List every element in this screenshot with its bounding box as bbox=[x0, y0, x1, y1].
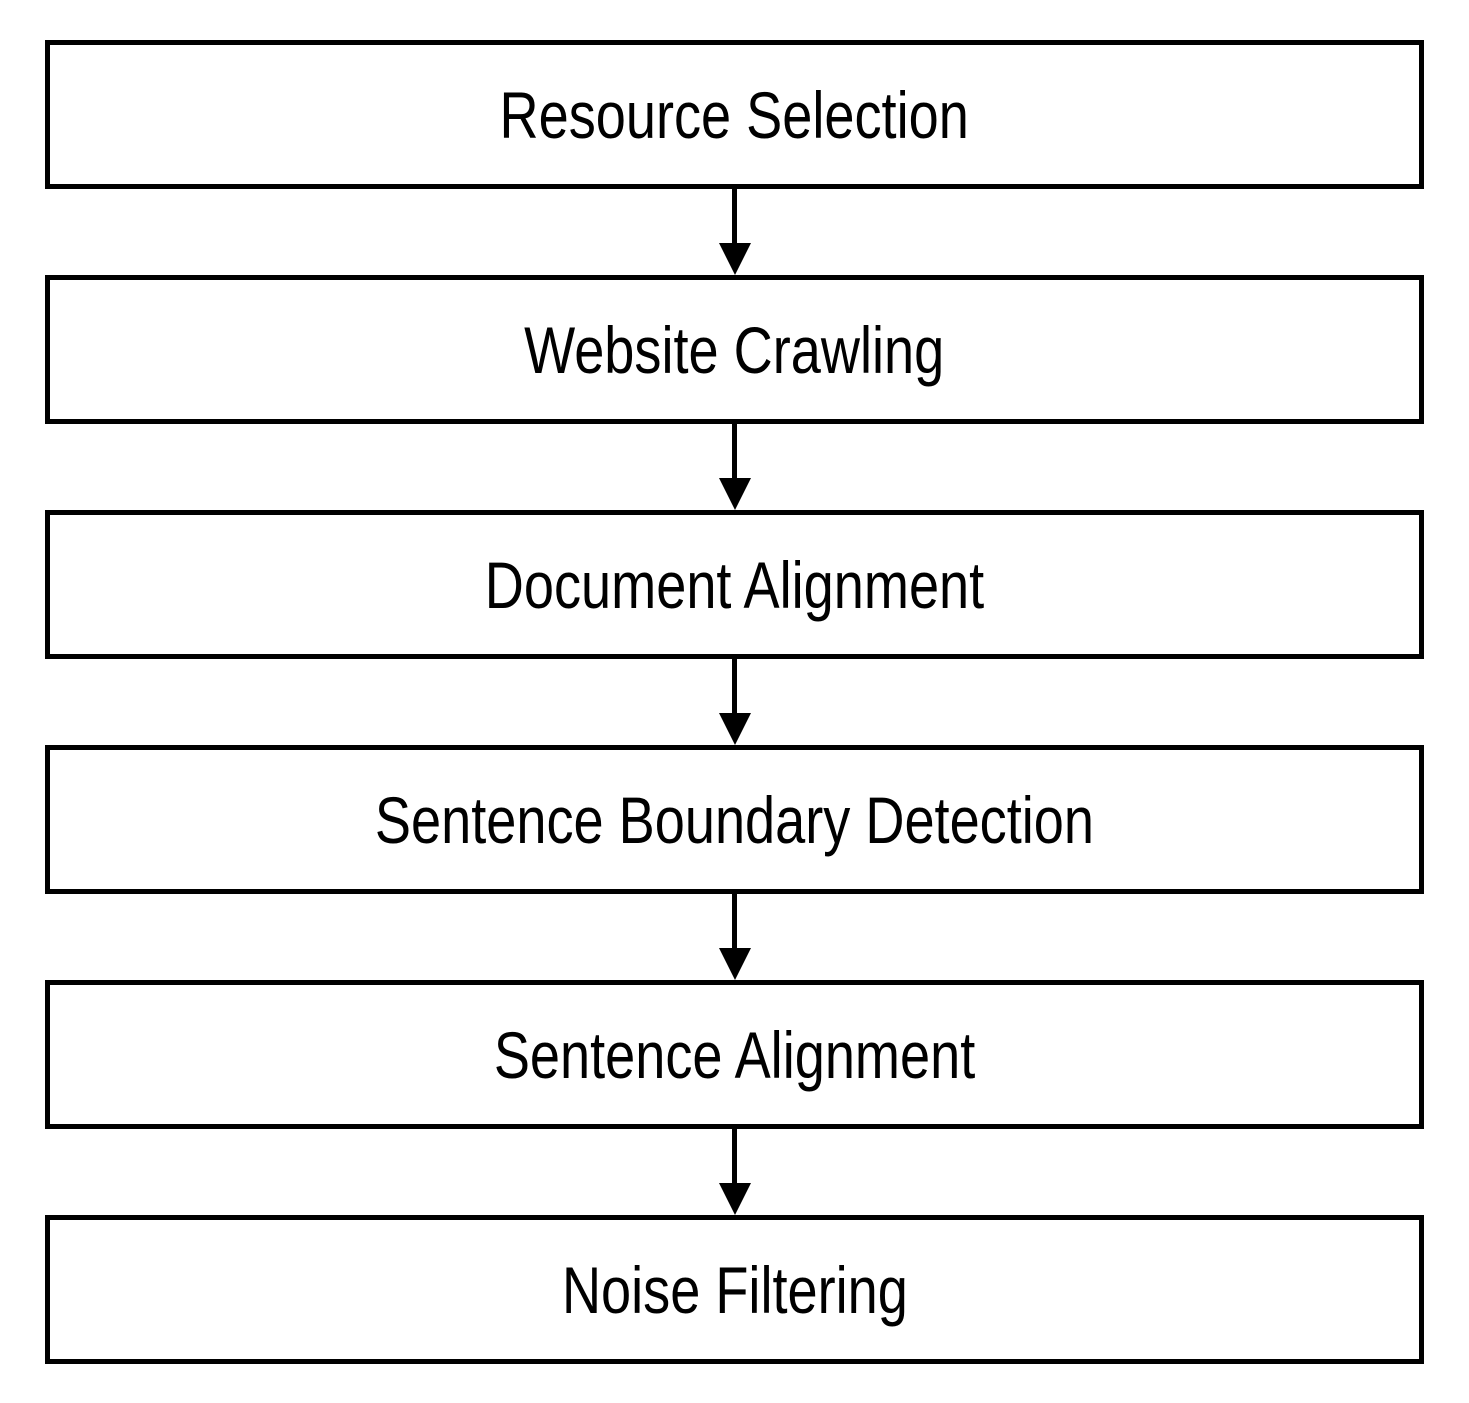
arrow-shaft bbox=[732, 424, 737, 478]
flow-step-label: Document Alignment bbox=[484, 547, 985, 622]
flow-step-website-crawling: Website Crawling bbox=[45, 275, 1424, 424]
arrow-shaft bbox=[732, 189, 737, 243]
arrow-head-icon bbox=[718, 713, 751, 745]
flow-step-label: Noise Filtering bbox=[561, 1252, 908, 1327]
arrow-head-icon bbox=[718, 243, 751, 275]
flow-arrow-down bbox=[45, 894, 1424, 980]
flow-step-sentence-boundary-detection: Sentence Boundary Detection bbox=[45, 745, 1424, 894]
flow-step-label: Resource Selection bbox=[499, 77, 970, 152]
arrow-shaft bbox=[732, 659, 737, 713]
arrow-shaft bbox=[732, 1129, 737, 1183]
flow-step-sentence-alignment: Sentence Alignment bbox=[45, 980, 1424, 1129]
flow-step-noise-filtering: Noise Filtering bbox=[45, 1215, 1424, 1364]
flow-step-label: Sentence Alignment bbox=[493, 1017, 976, 1092]
arrow-head-icon bbox=[718, 478, 751, 510]
flow-step-label: Website Crawling bbox=[524, 312, 945, 387]
flow-arrow-down bbox=[45, 659, 1424, 745]
flow-step-resource-selection: Resource Selection bbox=[45, 40, 1424, 189]
arrow-head-icon bbox=[718, 1183, 751, 1215]
flow-arrow-down bbox=[45, 189, 1424, 275]
arrow-head-icon bbox=[718, 948, 751, 980]
flow-arrow-down bbox=[45, 424, 1424, 510]
flow-step-document-alignment: Document Alignment bbox=[45, 510, 1424, 659]
flow-arrow-down bbox=[45, 1129, 1424, 1215]
arrow-shaft bbox=[732, 894, 737, 948]
flow-step-label: Sentence Boundary Detection bbox=[374, 782, 1095, 857]
